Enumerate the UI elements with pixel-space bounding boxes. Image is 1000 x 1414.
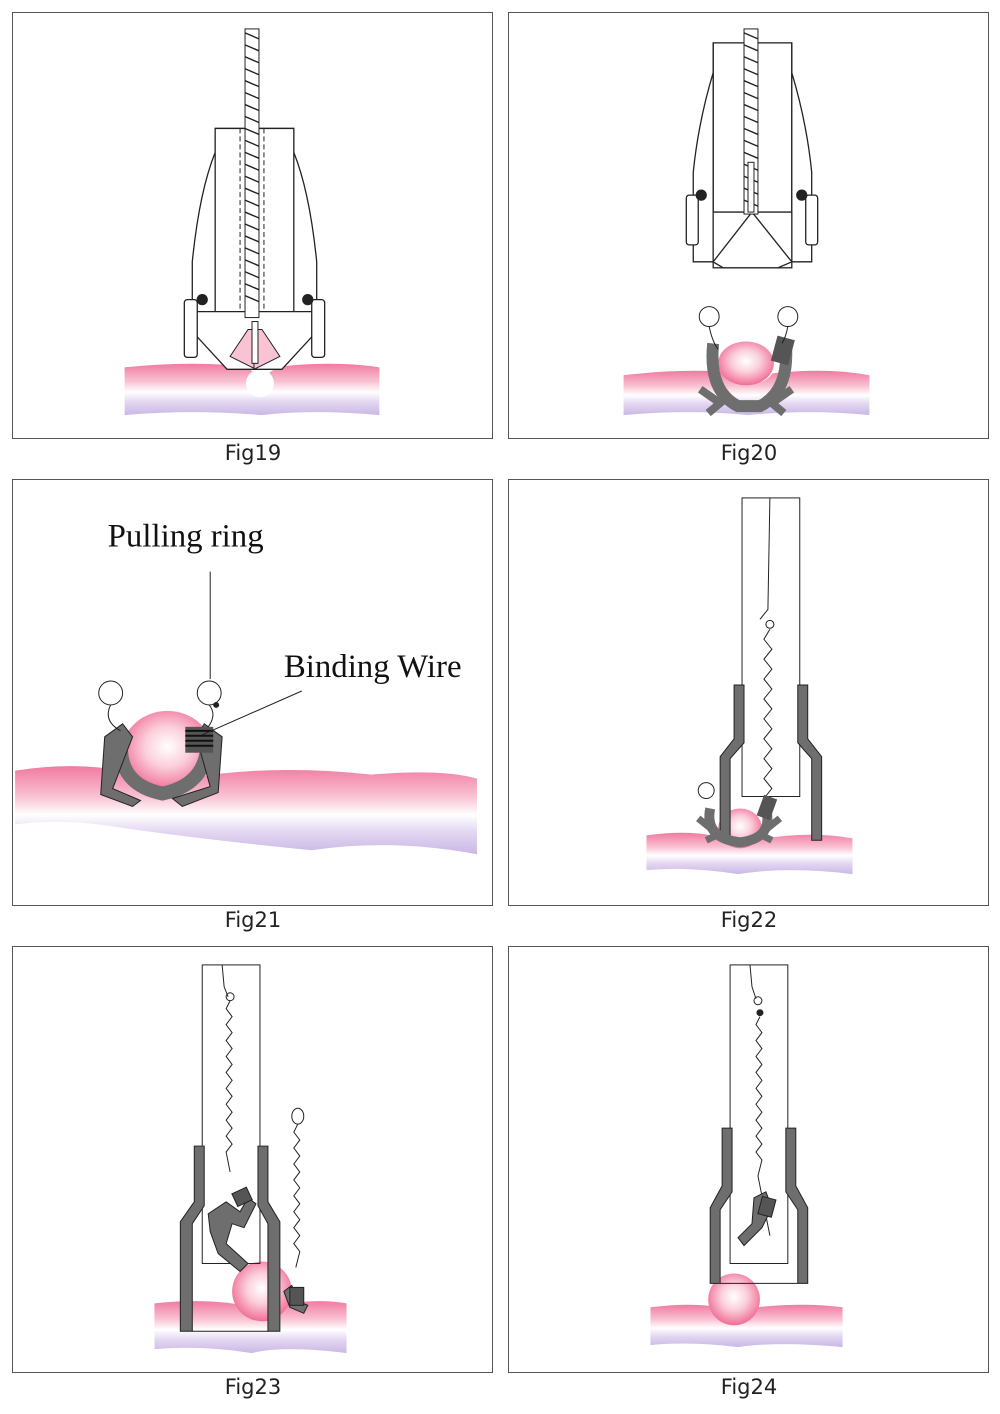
remaining-clip <box>283 1284 309 1314</box>
figure-22-panel <box>508 479 989 906</box>
figure-23-caption: Fig23 <box>224 1375 282 1399</box>
figure-20-caption: Fig20 <box>720 441 778 465</box>
fig21-drawing: Pulling ring Binding Wire <box>15 519 477 855</box>
fig19-drawing <box>124 28 380 416</box>
pulling-wire <box>221 964 305 1268</box>
figure-19-panel <box>12 12 493 439</box>
tissue-layer <box>15 710 477 855</box>
fig23-drawing <box>154 964 347 1354</box>
pulling-ring-label: Pulling ring <box>108 519 264 555</box>
cap-tube <box>719 497 823 841</box>
leader-lines <box>202 571 302 736</box>
pulling-wire <box>749 964 771 1236</box>
clip-jaws <box>229 321 281 371</box>
figure-24-panel <box>508 946 989 1373</box>
pulling-wire <box>759 497 775 819</box>
cap-tube <box>179 964 281 1332</box>
cable-shaft <box>239 28 265 319</box>
side-handles <box>183 294 326 359</box>
binding-wire-label: Binding Wire <box>284 649 462 685</box>
figure-21-panel: Pulling ring Binding Wire <box>12 479 493 906</box>
deployed-clip <box>697 306 799 417</box>
figure-22-caption: Fig22 <box>720 908 778 932</box>
figure-23-panel <box>12 946 493 1373</box>
fig22-drawing <box>646 497 853 875</box>
figure-24-caption: Fig24 <box>720 1375 778 1399</box>
figure-20-panel <box>508 12 989 439</box>
fig20-drawing <box>623 28 870 417</box>
figure-21-caption: Fig21 <box>224 908 282 932</box>
tissue-layer <box>650 1273 843 1348</box>
fig24-drawing <box>650 964 843 1348</box>
cable-shaft <box>743 28 759 215</box>
cap-tube <box>709 964 809 1284</box>
deployed-clip <box>696 782 783 848</box>
deployed-clip <box>98 680 223 808</box>
figure-19-caption: Fig19 <box>224 441 282 465</box>
retrieved-clip <box>207 1186 257 1273</box>
tissue-layer <box>623 341 870 416</box>
retrieved-clip <box>737 1191 777 1247</box>
side-handles <box>685 189 819 246</box>
tissue-layer <box>124 363 380 416</box>
